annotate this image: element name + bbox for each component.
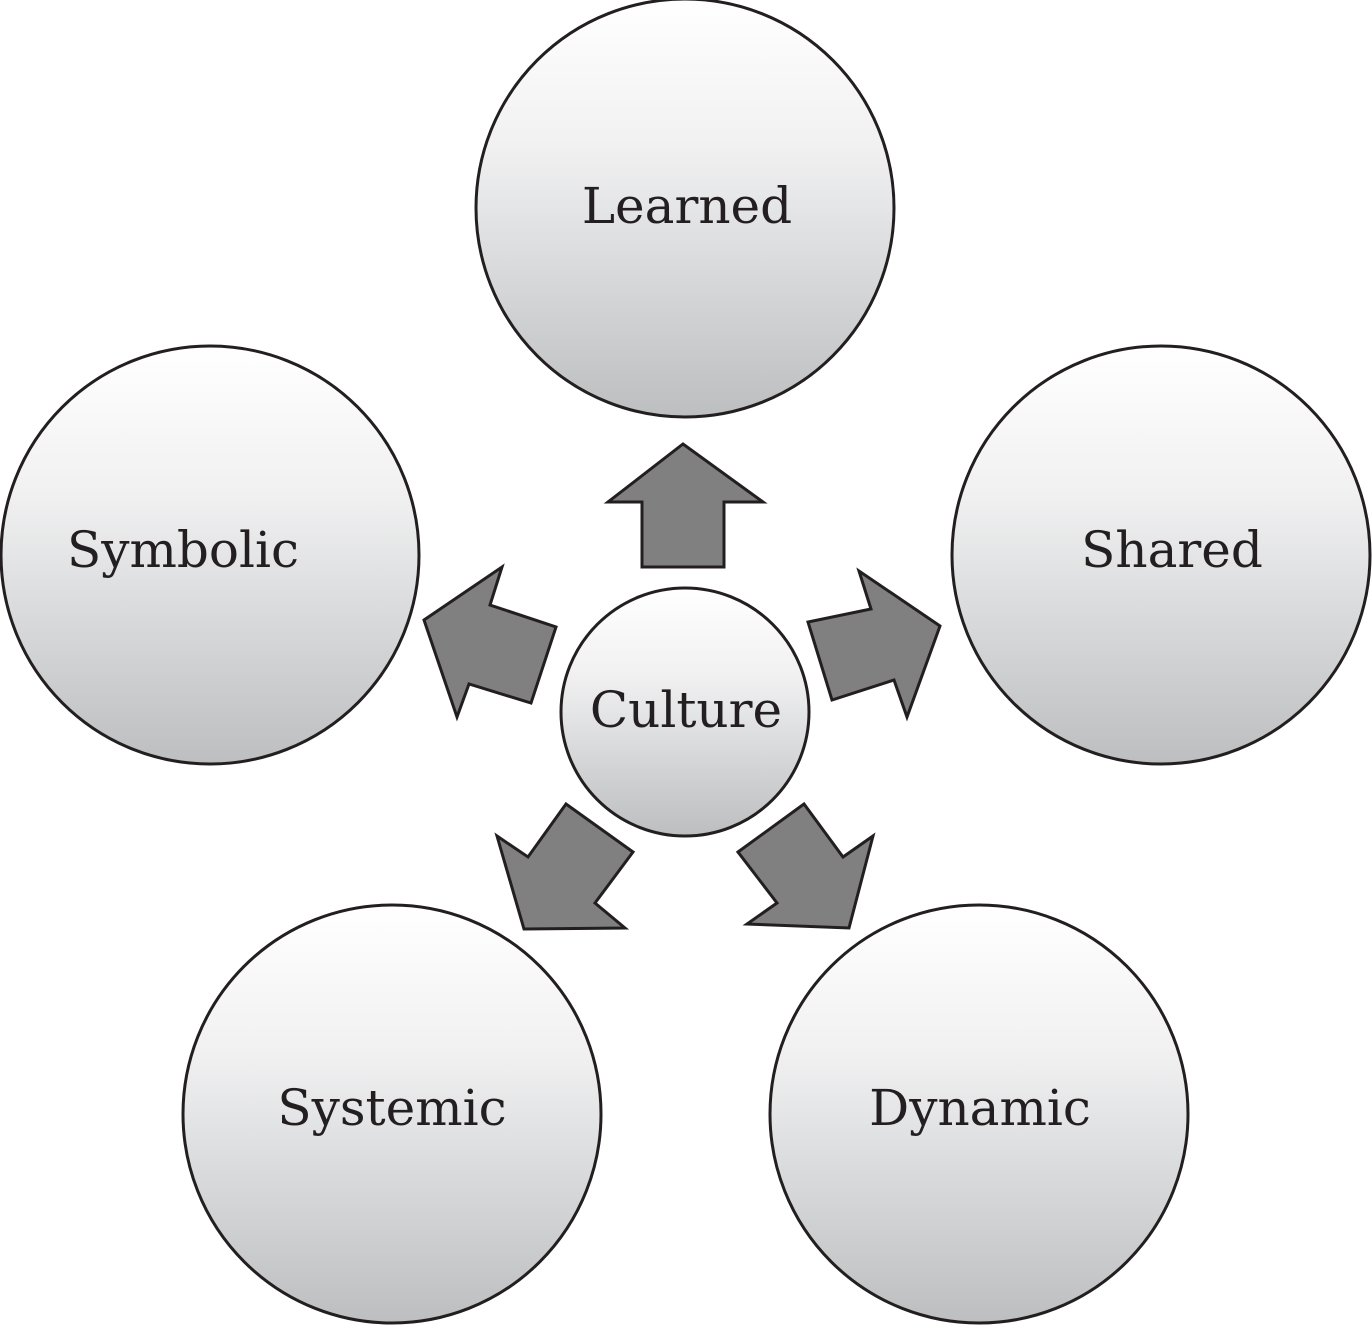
arrow-to-symbolic <box>422 563 558 722</box>
arrows <box>422 442 942 931</box>
node-label: Systemic <box>277 1079 506 1137</box>
node-systemic: Systemic <box>181 903 603 1325</box>
arrow-to-shared <box>806 567 942 722</box>
arrow-to-systemic <box>494 801 636 931</box>
node-label: Symbolic <box>67 521 299 579</box>
node-label: Learned <box>582 177 792 235</box>
center-node-culture: Culture <box>559 586 811 838</box>
center-label: Culture <box>590 681 782 739</box>
arrow-to-dynamic <box>735 801 876 930</box>
node-shared: Shared <box>950 344 1372 766</box>
node-label: Shared <box>1081 521 1263 579</box>
node-symbolic: Symbolic <box>0 344 421 766</box>
node-learned: Learned <box>474 0 896 419</box>
arrow-to-learned <box>603 442 768 569</box>
node-label: Dynamic <box>869 1079 1091 1137</box>
node-dynamic: Dynamic <box>768 903 1190 1325</box>
